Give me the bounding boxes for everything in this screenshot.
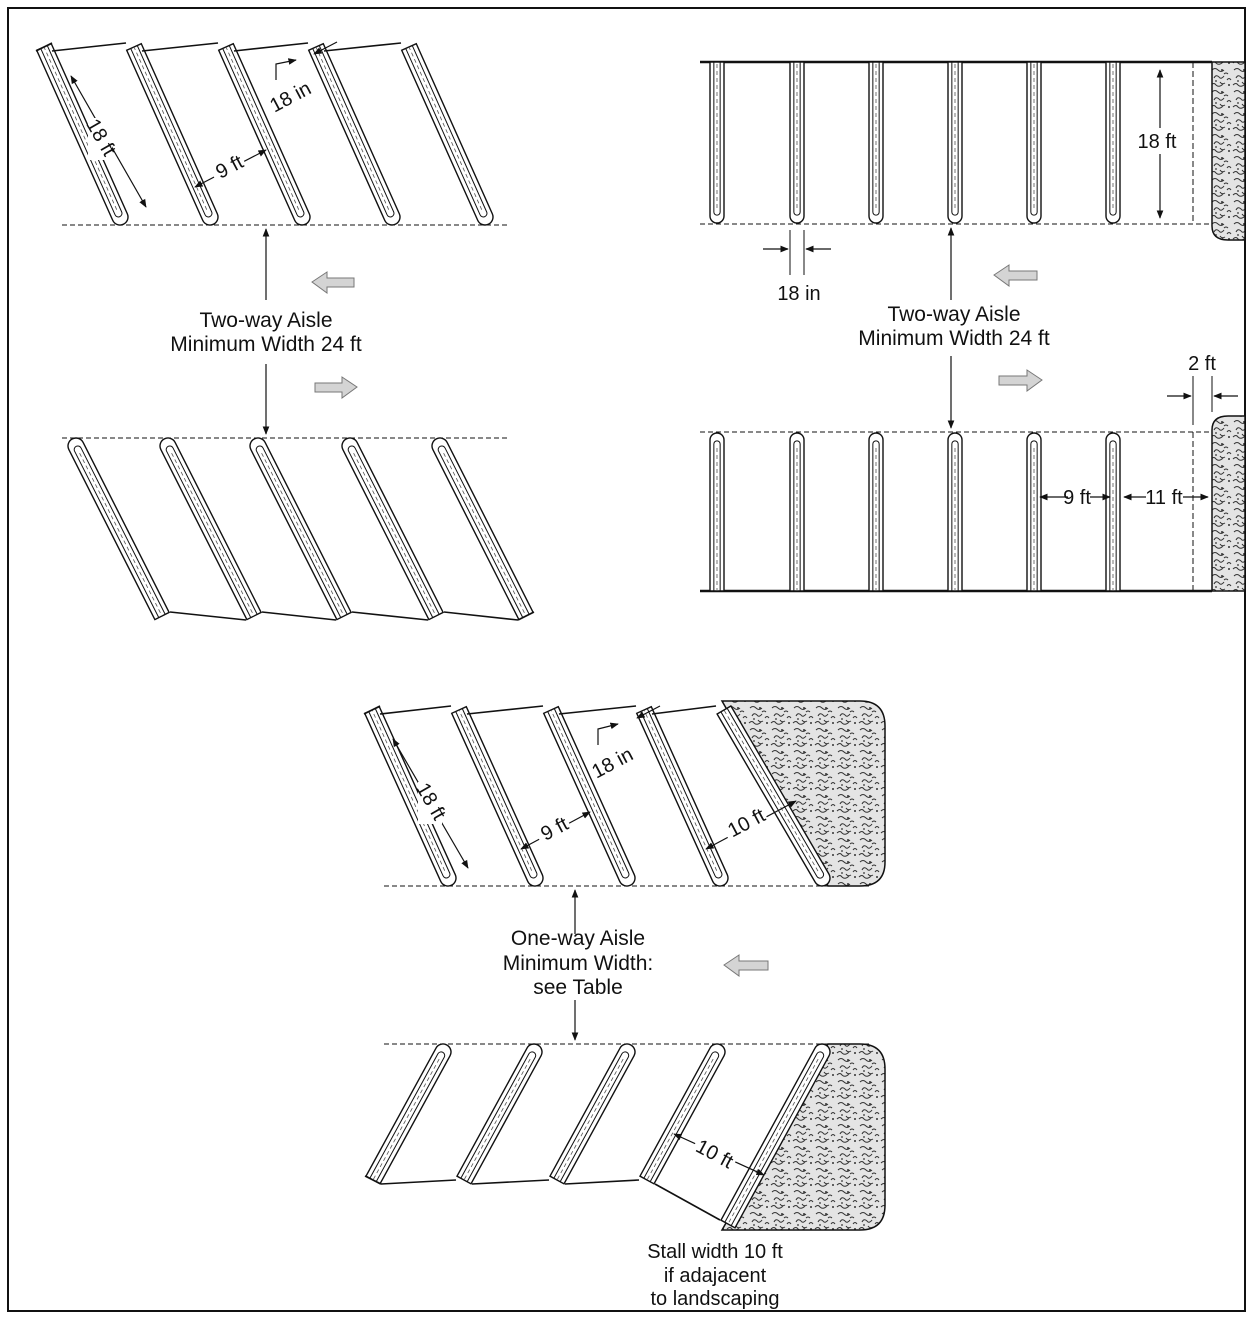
aisle-label-line2: Minimum Width 24 ft: [858, 327, 1050, 350]
stall-stripe: [450, 705, 544, 887]
stall-stripe: [365, 1043, 452, 1185]
stall-stripe: [947, 61, 963, 224]
aisle-label-line2: Minimum Width:: [503, 952, 654, 975]
stall-stripe: [635, 705, 729, 887]
stall-stripe: [400, 42, 494, 226]
stall-end-line: [471, 1179, 550, 1185]
end-stall-width-label: 11 ft: [1145, 487, 1183, 509]
stall-end-line: [466, 705, 544, 715]
overhang-label: 2 ft: [1188, 353, 1216, 375]
stall-end-line: [364, 1175, 382, 1185]
perpendicular-stalls: [709, 61, 1121, 592]
frame-border: [7, 7, 1246, 1312]
aisle-label-line1: Two-way Aisle: [199, 309, 332, 332]
aisle-label-line1: One-way Aisle: [511, 927, 645, 950]
stall-stripe: [720, 1043, 831, 1229]
stripe-width-label: 18 in: [777, 283, 820, 305]
top-right-perpendicular-panel: 18 ft 18 in Two-way Aisle Minimum Width …: [700, 60, 1246, 593]
stall-stripe: [363, 705, 457, 887]
stall-stripe: [639, 1043, 726, 1185]
stall-row-bottom: [364, 1043, 831, 1229]
stall-stripe: [709, 61, 725, 224]
note-line1: Stall width 10 ft: [647, 1241, 783, 1263]
stall-stripe: [159, 437, 263, 621]
stall-stripe: [868, 61, 884, 224]
stall-end-line: [558, 705, 637, 715]
stall-end-line: [323, 42, 402, 52]
stall-stripe: [1105, 61, 1121, 224]
aisle-label-line3: see Table: [533, 976, 623, 999]
stall-end-line: [261, 611, 337, 621]
stall-end-line: [654, 1183, 721, 1221]
stall-end-line: [517, 611, 535, 621]
stripe-width-label: 18 in: [266, 77, 315, 117]
stall-end-line: [351, 611, 429, 621]
stall-stripe: [35, 42, 129, 226]
stall-stripe: [1026, 61, 1042, 224]
stall-stripe: [789, 61, 805, 224]
top-left-angled-panel: 18 ft 9 ft 18 in Two-way Aisle Minimum W…: [35, 41, 535, 621]
stall-stripe: [868, 432, 884, 592]
stripe-width-label: 18 in: [588, 743, 637, 783]
stall-end-line: [51, 42, 127, 52]
stall-row-bottom: [67, 437, 535, 621]
stall-stripe: [549, 1043, 636, 1185]
stall-stripe: [217, 42, 311, 226]
landscaping-strip-bottom: [1211, 415, 1246, 592]
note-line2: if adajacent: [664, 1265, 767, 1287]
stall-stripe: [947, 432, 963, 592]
landscaping-island-bottom: [720, 1043, 886, 1231]
stall-stripe: [249, 437, 353, 621]
aisle-label-line2: Minimum Width 24 ft: [170, 333, 362, 356]
stall-end-line: [35, 42, 53, 52]
stall-stripe: [456, 1043, 543, 1185]
note-line3: to landscaping: [651, 1288, 780, 1310]
landscaping-strip-top: [1211, 61, 1246, 241]
traffic-arrow-right: [314, 376, 358, 399]
traffic-arrow-left: [993, 264, 1038, 287]
aisle-label-line1: Two-way Aisle: [887, 303, 1020, 326]
stall-end-line: [564, 1179, 640, 1185]
stall-end-line: [169, 611, 247, 621]
traffic-arrow-left: [723, 954, 769, 977]
stall-end-line: [141, 42, 219, 52]
traffic-arrow-left: [311, 271, 355, 294]
stall-end-line: [443, 611, 519, 621]
stall-stripe: [341, 437, 445, 621]
traffic-arrow-right: [998, 369, 1043, 392]
stall-stripe: [1105, 432, 1121, 592]
stall-end-line: [651, 705, 717, 715]
stall-stripe: [431, 437, 535, 621]
stall-end-line: [380, 1179, 457, 1185]
stall-end-line: [379, 705, 452, 715]
bottom-one-way-panel: 18 ft 9 ft 18 in 10 ft 10 ft One-way Ais…: [363, 700, 886, 1310]
stall-stripe: [542, 705, 636, 887]
stall-stripe: [1026, 432, 1042, 592]
stall-end-line: [363, 705, 381, 715]
stall-width-label: 9 ft: [1063, 487, 1091, 509]
stall-stripe: [307, 42, 401, 226]
stall-end-line: [233, 42, 309, 52]
stall-stripe: [709, 432, 725, 592]
stall-stripe: [716, 705, 831, 887]
stall-length-label: 18 ft: [1138, 131, 1177, 153]
stall-stripe: [789, 432, 805, 592]
stall-stripe: [67, 437, 171, 621]
